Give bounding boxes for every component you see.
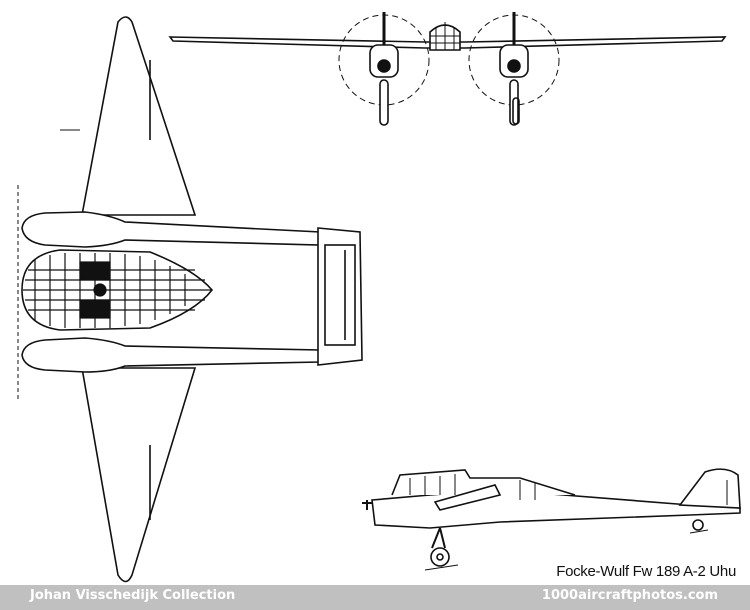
collection-credit: Johan Visschedijk Collection bbox=[30, 588, 236, 603]
side-view bbox=[362, 468, 741, 571]
side-propeller bbox=[362, 500, 372, 510]
upper-boom bbox=[21, 211, 321, 248]
side-fuselage bbox=[371, 489, 741, 529]
site-credit: 1000aircraftphotos.com bbox=[541, 588, 718, 603]
plan-view bbox=[17, 16, 363, 583]
side-canopy bbox=[391, 469, 576, 496]
canopy-grid bbox=[23, 253, 212, 328]
front-view bbox=[168, 12, 727, 126]
upper-wing bbox=[81, 16, 197, 216]
footer-bar: Johan Visschedijk Collection 1000aircraf… bbox=[0, 585, 750, 610]
tailplane bbox=[317, 227, 363, 366]
lower-boom bbox=[21, 337, 321, 373]
aircraft-caption: Focke-Wulf Fw 189 A-2 Uhu bbox=[556, 563, 736, 580]
side-tail-fin bbox=[678, 468, 741, 509]
lower-wing bbox=[81, 367, 197, 583]
main-gear bbox=[431, 527, 446, 549]
